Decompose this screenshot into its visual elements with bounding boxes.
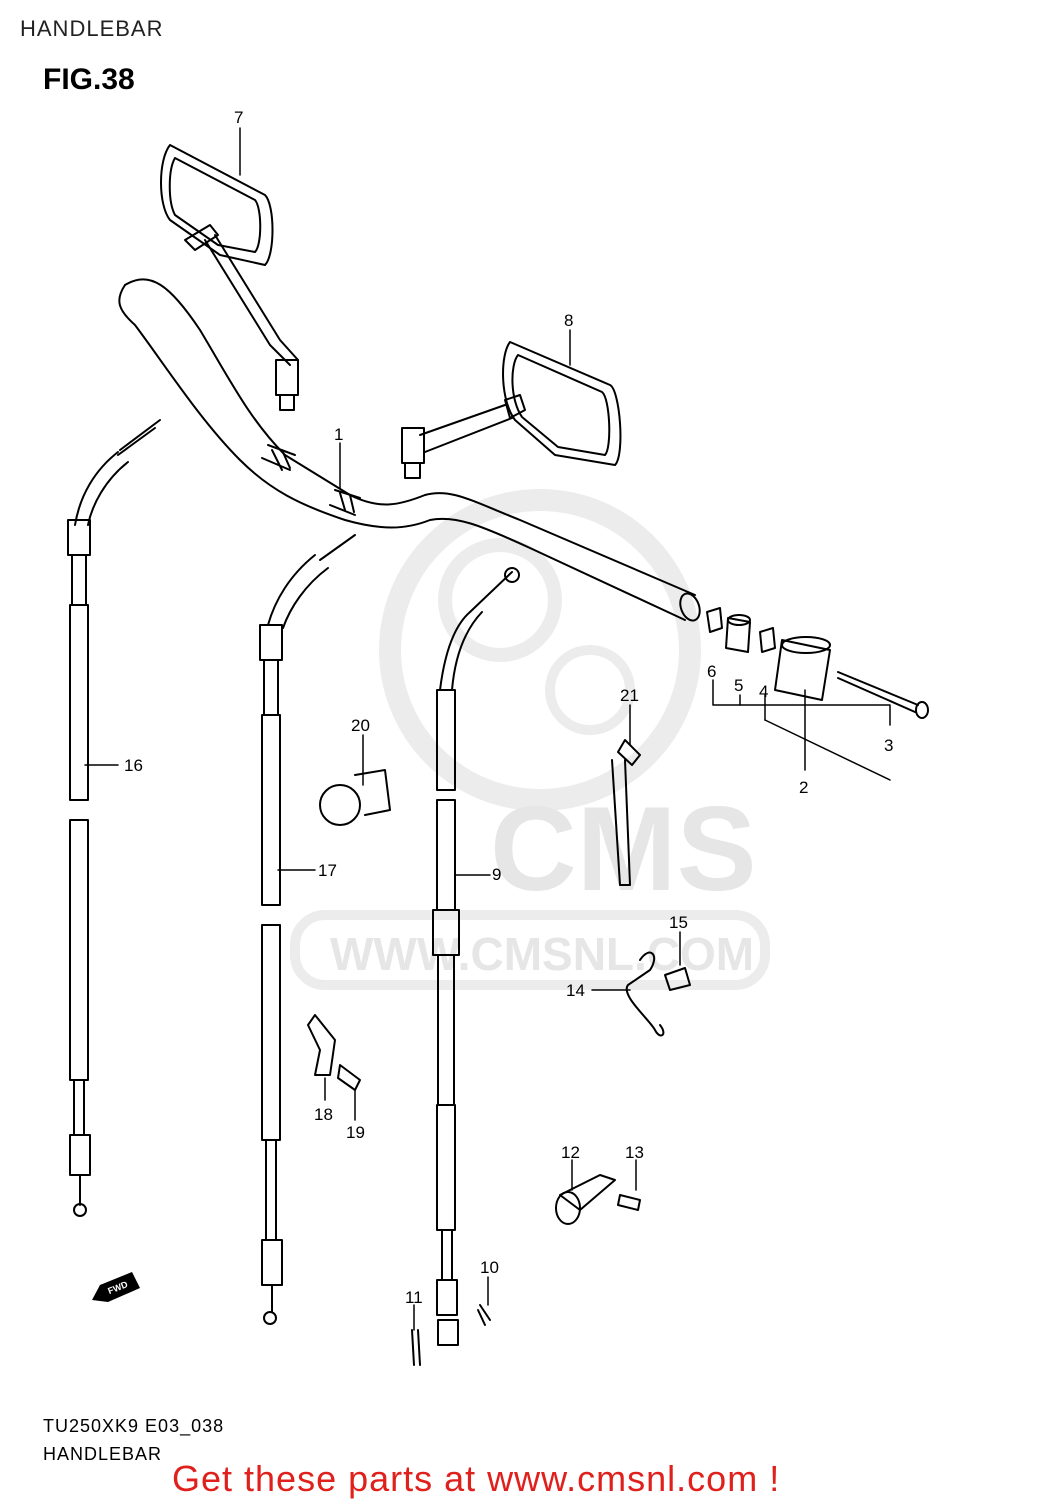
clamp-20 bbox=[319, 769, 391, 826]
clamp-18 bbox=[307, 1014, 361, 1091]
spring-14 bbox=[625, 951, 691, 1037]
page-header: HANDLEBAR bbox=[20, 16, 164, 41]
part-label-10: 10 bbox=[480, 1258, 499, 1277]
part-label-2: 2 bbox=[799, 778, 808, 797]
leader-lines bbox=[84, 127, 891, 1331]
bar-end-parts bbox=[706, 607, 929, 719]
promo-link[interactable]: Get these parts at www.cmsnl.com ! bbox=[172, 1458, 781, 1499]
part-label-5: 5 bbox=[734, 676, 743, 695]
watermark-url: WWW.CMSNL.COM bbox=[330, 928, 754, 980]
part-label-8: 8 bbox=[564, 311, 573, 330]
part-label-19: 19 bbox=[346, 1123, 365, 1142]
part-label-12: 12 bbox=[561, 1143, 580, 1162]
part-labels: 7 8 1 16 17 9 20 21 6 5 4 3 2 15 14 18 1… bbox=[124, 108, 893, 1307]
part-label-1: 1 bbox=[334, 425, 343, 444]
part-label-15: 15 bbox=[669, 913, 688, 932]
part-label-14: 14 bbox=[566, 981, 585, 1000]
tie-21 bbox=[611, 739, 641, 886]
handlebar bbox=[118, 278, 701, 622]
mirror-left bbox=[160, 144, 299, 411]
part-label-3: 3 bbox=[884, 736, 893, 755]
mirror-right bbox=[401, 341, 622, 479]
part-label-21: 21 bbox=[620, 686, 639, 705]
part-label-20: 20 bbox=[351, 716, 370, 735]
model-code: TU250XK9 E03_038 bbox=[43, 1416, 225, 1436]
pin-11 bbox=[411, 1304, 491, 1366]
part-label-6: 6 bbox=[707, 662, 716, 681]
cable-17 bbox=[259, 534, 356, 1325]
part-label-16: 16 bbox=[124, 756, 143, 775]
cable-9 bbox=[432, 567, 520, 1346]
figure-title: FIG.38 bbox=[43, 63, 135, 96]
part-label-4: 4 bbox=[759, 682, 768, 701]
part-label-18: 18 bbox=[314, 1105, 333, 1124]
section-name: HANDLEBAR bbox=[43, 1444, 163, 1464]
part-label-17: 17 bbox=[318, 861, 337, 880]
watermark-brand: CMS bbox=[490, 782, 757, 916]
part-label-13: 13 bbox=[625, 1143, 644, 1162]
cable-16 bbox=[67, 419, 161, 1217]
clamp-12 bbox=[555, 1174, 641, 1225]
part-label-11: 11 bbox=[405, 1288, 423, 1307]
part-label-7: 7 bbox=[234, 108, 243, 127]
watermark: CMS WWW.CMSNL.COM bbox=[290, 489, 770, 990]
fwd-arrow-icon: FWD bbox=[92, 1272, 140, 1302]
part-label-9: 9 bbox=[492, 865, 501, 884]
